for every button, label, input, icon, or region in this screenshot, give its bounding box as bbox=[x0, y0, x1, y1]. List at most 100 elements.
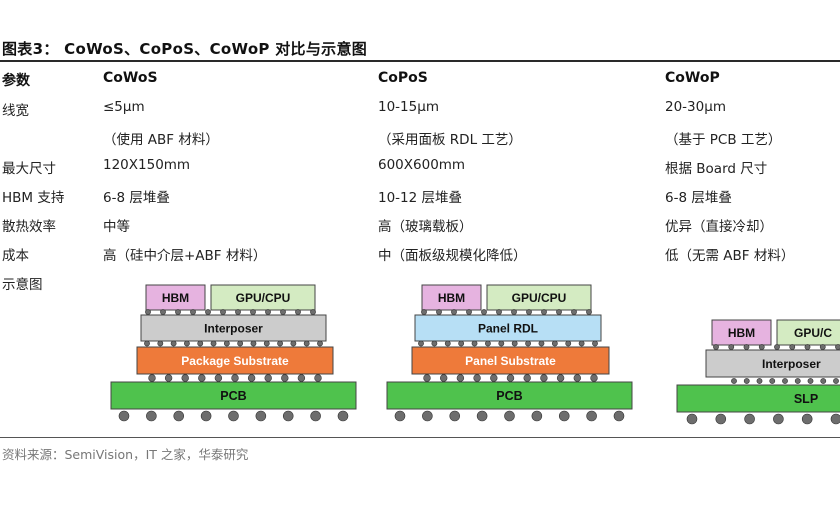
solder-ball bbox=[223, 340, 230, 347]
interposer-layer bbox=[140, 314, 327, 342]
solder-ball bbox=[558, 410, 570, 422]
solder-ball bbox=[819, 344, 826, 350]
board-balls bbox=[686, 413, 840, 425]
micro-bumps bbox=[713, 344, 840, 350]
solder-ball bbox=[743, 378, 750, 384]
header-copos: CoPoS bbox=[378, 70, 428, 86]
hbm-label: HBM bbox=[728, 326, 755, 340]
solder-ball bbox=[310, 410, 321, 422]
panel-substrate-layer bbox=[411, 346, 610, 375]
row-param: 成本 bbox=[2, 248, 29, 264]
solder-ball bbox=[525, 340, 531, 347]
solder-ball bbox=[456, 374, 465, 382]
copos-diagram: HBM GPU/CPU Panel RDL Panel Substrate PC… bbox=[386, 284, 633, 422]
board-balls bbox=[394, 410, 625, 422]
cowos-diagram: HBM GPU/CPU Interposer Package Substrate… bbox=[110, 284, 357, 422]
solder-ball bbox=[801, 413, 813, 425]
interposer-layer bbox=[705, 349, 840, 378]
cowop-diagram: HBM GPU/C Interposer SLP bbox=[676, 319, 840, 425]
panel-rdl-label: Panel RDL bbox=[478, 322, 538, 336]
gpu-chip bbox=[486, 284, 592, 311]
solder-ball bbox=[773, 413, 784, 425]
solder-ball bbox=[170, 340, 177, 347]
solder-ball bbox=[531, 410, 543, 422]
row-copos: 10-15μm bbox=[378, 99, 439, 115]
solder-ball bbox=[758, 344, 765, 350]
solder-ball bbox=[471, 340, 478, 347]
solder-ball bbox=[506, 374, 515, 382]
interposer-label: Interposer bbox=[762, 357, 821, 371]
solder-ball bbox=[423, 374, 431, 382]
solder-ball bbox=[231, 374, 239, 382]
solder-ball bbox=[449, 410, 461, 422]
hbm-chip bbox=[421, 284, 482, 311]
solder-ball bbox=[181, 374, 189, 382]
solder-ball bbox=[713, 344, 719, 350]
solder-ball bbox=[756, 378, 763, 384]
solder-ball bbox=[263, 340, 270, 347]
solder-ball bbox=[337, 410, 349, 422]
row-cowop: 低（无需 ABF 材料） bbox=[665, 248, 795, 264]
header-cowop: CoWoP bbox=[665, 70, 720, 86]
row-param: 线宽 bbox=[2, 103, 29, 119]
row-cowop: 20-30μm bbox=[665, 99, 726, 115]
solder-ball bbox=[782, 378, 788, 384]
solder-ball bbox=[173, 410, 185, 422]
solder-ball bbox=[504, 410, 515, 422]
solder-ball bbox=[444, 340, 451, 347]
solder-ball bbox=[317, 340, 323, 347]
solder-ball bbox=[422, 410, 433, 422]
solder-ball bbox=[804, 344, 811, 350]
solder-ball bbox=[715, 413, 727, 425]
solder-ball bbox=[184, 340, 190, 347]
hbm-label: HBM bbox=[162, 291, 189, 305]
pcb-label: PCB bbox=[220, 389, 246, 403]
solder-ball bbox=[210, 340, 217, 347]
solder-ball bbox=[282, 410, 294, 422]
solder-ball bbox=[277, 340, 283, 347]
solder-ball bbox=[200, 410, 212, 422]
micro-bumps bbox=[421, 309, 592, 315]
gpu-label: GPU/CPU bbox=[512, 291, 567, 305]
solder-ball bbox=[523, 374, 531, 382]
solder-ball bbox=[590, 374, 598, 382]
interposer-label: Interposer bbox=[204, 322, 263, 336]
solder-ball bbox=[118, 410, 130, 422]
solder-ball bbox=[264, 374, 272, 382]
solder-ball bbox=[538, 340, 545, 347]
board-balls bbox=[118, 410, 349, 422]
solder-ball bbox=[586, 410, 597, 422]
source-note: 资料来源：SemiVision，IT 之家，华泰研究 bbox=[2, 447, 249, 462]
solder-ball bbox=[314, 374, 322, 382]
solder-ball bbox=[731, 378, 737, 384]
bga-balls bbox=[148, 374, 322, 382]
row-cowos: 120X150mm bbox=[103, 157, 191, 173]
solder-ball bbox=[297, 374, 306, 382]
row-param: HBM 支持 bbox=[2, 190, 65, 206]
solder-ball bbox=[551, 340, 558, 347]
solder-ball bbox=[556, 374, 565, 382]
solder-ball bbox=[458, 340, 465, 347]
figure-title: 图表3： CoWoS、CoPoS、CoWoP 对比与示意图 bbox=[2, 40, 368, 58]
row-cowop: 优异（直接冷却） bbox=[665, 219, 773, 235]
row-cowop: 根据 Board 尺寸 bbox=[665, 161, 768, 177]
solder-ball bbox=[144, 340, 150, 347]
package-substrate-label: Package Substrate bbox=[181, 354, 289, 368]
row-cowop: （基于 PCB 工艺） bbox=[665, 132, 782, 148]
pcb-board bbox=[386, 381, 633, 410]
solder-ball bbox=[498, 340, 505, 347]
solder-ball bbox=[807, 378, 814, 384]
gpu-chip bbox=[776, 319, 840, 346]
solder-ball bbox=[247, 374, 256, 382]
solder-ball bbox=[744, 413, 755, 425]
solder-ball bbox=[303, 340, 310, 347]
solder-ball bbox=[833, 378, 839, 384]
solder-ball bbox=[511, 340, 518, 347]
row-param: 示意图 bbox=[2, 277, 43, 293]
solder-ball bbox=[743, 344, 750, 350]
hbm-chip bbox=[145, 284, 206, 311]
solder-ball bbox=[164, 374, 173, 382]
solder-ball bbox=[237, 340, 244, 347]
header-param: 参数 bbox=[2, 73, 30, 89]
solder-ball bbox=[686, 413, 698, 425]
